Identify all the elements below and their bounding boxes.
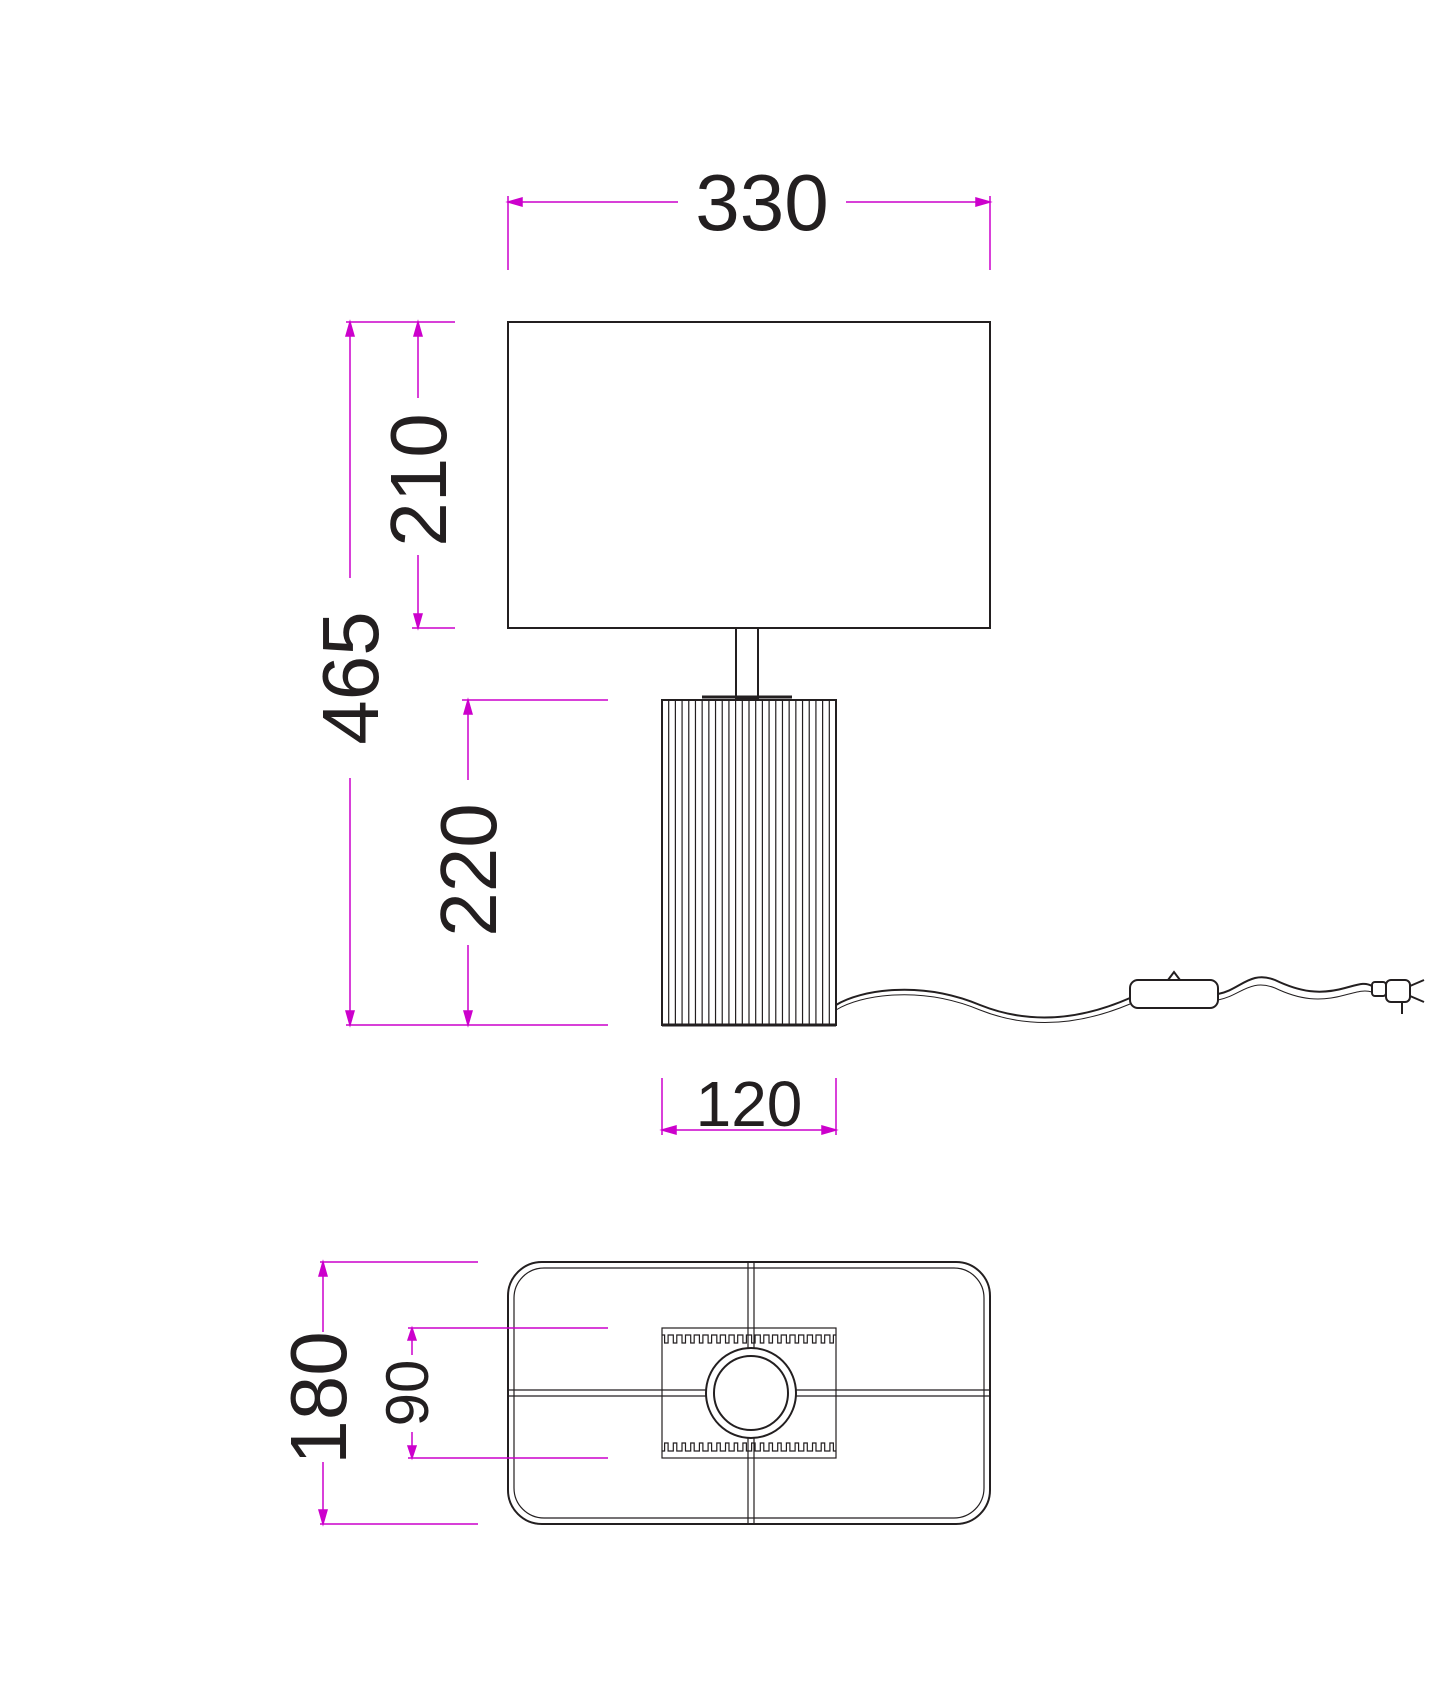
power-cable-to-plug-outline	[1217, 984, 1373, 1001]
arrow	[659, 1125, 677, 1135]
plan-dimensions	[318, 1259, 608, 1527]
base-flute-teeth-bottom	[662, 1442, 836, 1452]
switch-toggle	[1167, 970, 1181, 981]
base-flutes	[668, 700, 830, 1025]
base-width-label: 120	[696, 1068, 803, 1140]
arrow	[821, 1125, 839, 1135]
arrow	[406, 1325, 418, 1341]
socket-ring-inner	[713, 1355, 789, 1431]
base-footprint	[661, 1327, 837, 1459]
base-depth-label: 90	[374, 1360, 441, 1427]
base-height-label: 220	[424, 803, 513, 936]
lamp-stem	[735, 627, 759, 699]
power-cable-outline	[835, 994, 1131, 1024]
arrow	[463, 1010, 473, 1028]
arrow	[318, 1259, 328, 1277]
arrow	[505, 197, 523, 207]
overall-height-label: 465	[306, 611, 395, 744]
arrow	[463, 697, 473, 715]
shade-footprint-inner	[513, 1267, 985, 1519]
arrow	[406, 1445, 418, 1461]
plan-view	[507, 1261, 991, 1525]
arrow	[345, 319, 355, 337]
arrow	[413, 319, 423, 337]
front-elevation	[507, 321, 1425, 1027]
lamp-shade	[507, 321, 991, 629]
power-cable-to-plug	[1217, 976, 1373, 995]
front-dimensions	[345, 196, 993, 1135]
inline-switch	[1129, 979, 1219, 1009]
power-cable	[835, 988, 1131, 1019]
arrow	[975, 197, 993, 207]
base-flute-teeth-top	[662, 1334, 836, 1344]
shade-footprint-outer	[507, 1261, 991, 1525]
arrow	[318, 1509, 328, 1527]
arrow	[413, 613, 423, 631]
shade-height-label: 210	[374, 413, 463, 546]
arrow	[345, 1010, 355, 1028]
power-plug	[1371, 979, 1425, 1014]
footprint-depth-label: 180	[274, 1331, 363, 1464]
shade-width-label: 330	[695, 158, 828, 247]
